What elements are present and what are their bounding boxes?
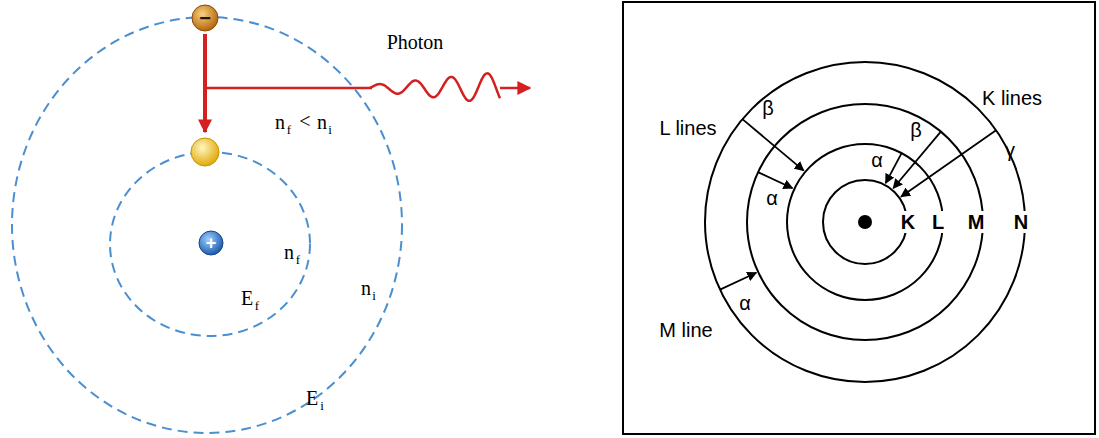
subscript: f [287, 123, 291, 136]
greek-letter: β [910, 120, 922, 140]
photon-arrow [500, 87, 530, 90]
nucleus: + [198, 230, 224, 256]
transition-arrow [720, 273, 756, 290]
shell-n [705, 62, 1025, 382]
shell-letter: N [1013, 211, 1029, 233]
transition-arrow [742, 119, 803, 170]
photon-line [205, 87, 372, 90]
subscript: i [372, 289, 376, 302]
shell-letter: M [967, 211, 986, 233]
transition-arrows [720, 119, 996, 289]
electron-circle [192, 5, 218, 31]
transition-arrow [203, 34, 207, 132]
panel-frame [623, 2, 1095, 434]
quantum-number: n [317, 112, 327, 132]
shell-l [787, 144, 943, 300]
energy-label: E [306, 388, 318, 408]
series-label: M line [659, 320, 712, 340]
transition-arrow [758, 172, 792, 188]
greek-letter: γ [1005, 140, 1015, 160]
transition-arrow [893, 132, 941, 189]
subscript: f [255, 299, 259, 312]
photon-wave [370, 73, 500, 100]
shell-letter: L [931, 211, 945, 233]
greek-letter: β [762, 98, 774, 118]
subscript: i [320, 399, 324, 412]
greek-letter: α [766, 188, 778, 208]
quantum-number: n [275, 112, 285, 132]
nucleus-circle [199, 231, 223, 255]
greek-letter: α [871, 150, 883, 170]
nucleus-dot [858, 215, 872, 229]
greek-letter: α [739, 293, 751, 313]
subscript: i [328, 123, 332, 136]
transition-arrow [886, 153, 902, 183]
energy-label: E [241, 288, 253, 308]
shell-k [823, 180, 907, 264]
series-label: K lines [982, 88, 1042, 108]
inner-orbit [110, 152, 310, 336]
shell-letter: K [900, 211, 916, 233]
shell-m [747, 104, 983, 340]
relation-sign: < [299, 111, 310, 131]
outer-orbit [12, 17, 402, 433]
transition-arrow [901, 130, 996, 197]
electron: − [191, 4, 219, 32]
series-label: L lines [659, 118, 716, 138]
charge-sign: − [199, 8, 211, 28]
charge-sign: + [206, 234, 217, 252]
quantum-number: n [361, 278, 371, 298]
quantum-number: n [284, 242, 294, 262]
photon-label: Photon [387, 32, 444, 52]
electron-final [191, 138, 219, 166]
subscript: f [296, 253, 300, 266]
